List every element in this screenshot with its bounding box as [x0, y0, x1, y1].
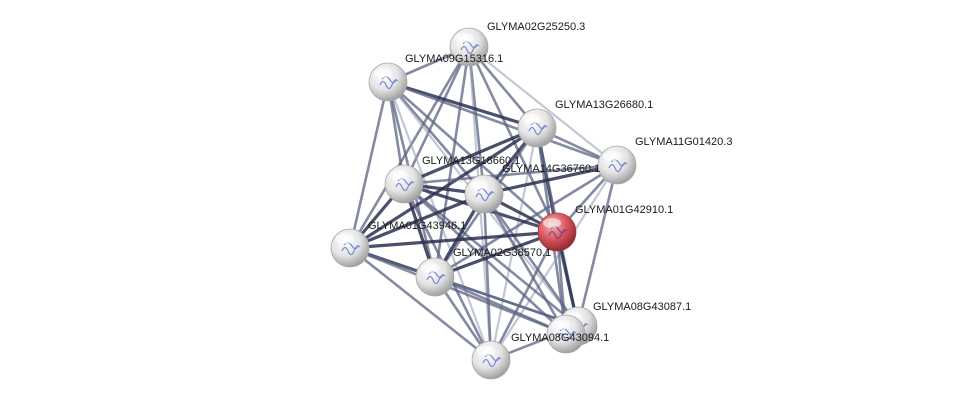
edge-GLYMA01G42910.1-GLYMA01G43946.1[interactable] — [348, 230, 559, 250]
node-GLYMA13G26680.1[interactable]: GLYMA13G26680.1 — [517, 99, 653, 148]
edge-GLYMA14G36760.1-GLYMA01G43946.1[interactable] — [348, 192, 486, 250]
node-sphere[interactable] — [330, 228, 370, 268]
node-GLYMA01G43946.1[interactable]: GLYMA01G43946.1 — [330, 220, 466, 268]
node-gloss — [455, 33, 473, 43]
node-label: GLYMA01G43946.1 — [368, 220, 466, 232]
node-sphere[interactable] — [517, 108, 557, 148]
node-label: GLYMA13G18660.1 — [422, 155, 520, 167]
edge-GLYMA02G25250.3-GLYMA01G43946.1[interactable] — [348, 45, 471, 250]
node-sphere[interactable] — [537, 212, 577, 252]
node-GLYMA02G25250.3[interactable]: GLYMA02G25250.3 — [449, 21, 585, 67]
node-gloss — [477, 346, 495, 356]
node-GLYMA11G01420.3[interactable]: GLYMA11G01420.3 — [597, 136, 732, 185]
edge-GLYMA02G25250.3-GLYMA02G38570.1[interactable] — [433, 45, 471, 279]
node-label: GLYMA13G26680.1 — [555, 99, 653, 111]
node-label: GLYMA09G15316.1 — [405, 53, 503, 65]
node-label: GLYMA02G38570.1 — [453, 247, 551, 259]
edge-GLYMA11G01420.3-GLYMA13G18660.1[interactable] — [402, 163, 619, 186]
node-GLYMA09G15316.1[interactable]: GLYMA09G15316.1 — [368, 53, 503, 102]
node-GLYMA13G18660.1[interactable]: GLYMA13G18660.1 — [384, 155, 520, 204]
node-gloss — [523, 114, 541, 124]
node-label: GLYMA11G01420.3 — [635, 136, 732, 148]
node-gloss — [552, 320, 570, 330]
edge-GLYMA13G26680.1-GLYMA13G18660.1[interactable] — [402, 126, 539, 186]
node-sphere[interactable] — [597, 145, 637, 185]
node-gloss — [543, 218, 561, 228]
edge-GLYMA01G42910.1-GLYMA02G38570.1[interactable] — [433, 230, 559, 279]
edge-GLYMA14G36760.1-GLYMA08G43094.1[interactable] — [482, 192, 568, 336]
node-sphere[interactable] — [471, 340, 511, 380]
edge-GLYMA11G01420.3-GLYMA_unlabeled_bottom[interactable] — [489, 163, 619, 362]
edge-GLYMA01G42910.1-GLYMA_unlabeled_bottom[interactable] — [489, 230, 559, 362]
node-sphere[interactable] — [415, 257, 455, 297]
edge-GLYMA02G38570.1-GLYMA08G43087.1[interactable] — [433, 275, 580, 328]
node-gloss — [470, 180, 488, 190]
edge-GLYMA02G38570.1-GLYMA08G43094.1[interactable] — [433, 275, 568, 336]
edge-GLYMA09G15316.1-GLYMA11G01420.3[interactable] — [386, 80, 619, 167]
node-label: GLYMA08G43094.1 — [511, 332, 609, 344]
node-GLYMA02G38570.1[interactable]: GLYMA02G38570.1 — [415, 247, 551, 297]
node-label: GLYMA01G42910.1 — [575, 204, 673, 216]
node-gloss — [374, 68, 392, 78]
edge-GLYMA09G15316.1-GLYMA01G43946.1[interactable] — [348, 80, 390, 250]
edge-GLYMA01G43946.1-GLYMA_unlabeled_bottom[interactable] — [348, 246, 493, 362]
edge-GLYMA09G15316.1-GLYMA_unlabeled_bottom[interactable] — [386, 80, 493, 362]
edge-GLYMA09G15316.1-GLYMA01G42910.1[interactable] — [386, 80, 559, 234]
edge-GLYMA09G15316.1-GLYMA14G36760.1[interactable] — [386, 80, 486, 196]
node-sphere[interactable] — [368, 62, 408, 102]
node-sphere[interactable] — [384, 164, 424, 204]
node-gloss — [336, 234, 354, 244]
node-gloss — [603, 151, 621, 161]
edge-GLYMA02G25250.3-GLYMA13G18660.1[interactable] — [402, 45, 471, 186]
node-GLYMA14G36760.1[interactable]: GLYMA14G36760.1 — [464, 163, 600, 214]
node-label: GLYMA08G43087.1 — [593, 301, 691, 313]
edge-GLYMA14G36760.1-GLYMA_unlabeled_bottom[interactable] — [482, 192, 493, 362]
node-gloss — [421, 263, 439, 273]
node-GLYMA01G42910.1[interactable]: GLYMA01G42910.1 — [537, 204, 673, 252]
node-GLYMA08G43094.1[interactable]: GLYMA08G43094.1 — [511, 314, 609, 354]
edge-GLYMA11G01420.3-GLYMA14G36760.1[interactable] — [482, 163, 619, 196]
edge-GLYMA02G25250.3-GLYMA11G01420.3[interactable] — [467, 45, 619, 167]
node-sphere[interactable] — [464, 174, 504, 214]
edge-GLYMA11G01420.3-GLYMA08G43087.1[interactable] — [576, 163, 619, 328]
node-GLYMA_unlabeled_bottom[interactable] — [471, 340, 511, 380]
node-gloss — [390, 170, 408, 180]
nodes-layer: GLYMA02G25250.3GLYMA09G15316.1GLYMA13G26… — [330, 21, 732, 380]
node-label: GLYMA14G36760.1 — [502, 163, 600, 175]
node-label: GLYMA02G25250.3 — [487, 21, 585, 33]
